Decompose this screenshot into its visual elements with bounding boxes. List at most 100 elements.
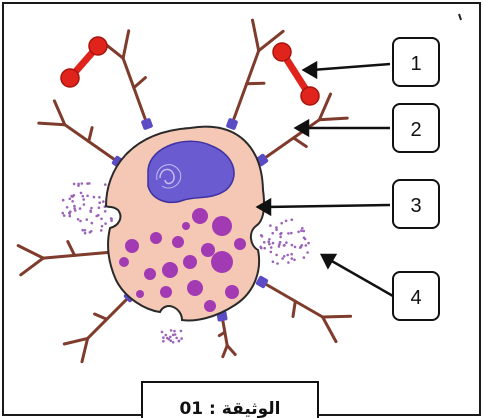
dot (285, 220, 288, 223)
dot (104, 222, 107, 225)
granule (172, 236, 184, 248)
dot (301, 244, 304, 247)
caption-text: الوثيقة : 01 (179, 399, 280, 418)
dot (270, 251, 273, 254)
dot (291, 218, 294, 221)
label-box-3: 3 (393, 180, 439, 228)
granule (204, 300, 216, 312)
dot (73, 205, 76, 208)
label-box-1: 1 (393, 38, 439, 86)
granule (183, 255, 197, 269)
dot (77, 218, 80, 221)
dot (173, 330, 176, 333)
dot (84, 229, 87, 232)
dot (291, 244, 294, 247)
dot (102, 200, 105, 203)
dot (62, 199, 65, 202)
granule (182, 222, 190, 230)
dot (162, 336, 165, 339)
dot (73, 207, 76, 210)
dot (84, 232, 87, 235)
dot (162, 340, 165, 343)
caption-box: الوثيقة : 01 (142, 382, 318, 418)
dot (71, 200, 74, 203)
dot (281, 257, 284, 260)
dot (178, 340, 181, 343)
dot (170, 339, 173, 342)
dot (293, 259, 296, 262)
receptor-arm (39, 123, 65, 125)
dot (110, 220, 113, 223)
dot (82, 195, 85, 198)
dot (275, 228, 278, 231)
dot (276, 262, 279, 265)
dot (272, 242, 275, 245)
dot (70, 195, 73, 198)
dot (259, 246, 262, 249)
dot (165, 334, 168, 337)
dot (69, 198, 72, 201)
dot (101, 225, 104, 228)
dot (169, 336, 172, 339)
dot (271, 232, 274, 235)
label-2-text: 2 (410, 119, 421, 141)
receptor-arm (319, 118, 347, 120)
granule (160, 286, 172, 298)
antigen-end (61, 69, 79, 87)
dot (275, 254, 278, 257)
granule (144, 268, 156, 280)
dot (303, 236, 306, 239)
dot (180, 330, 183, 333)
dot (98, 196, 101, 199)
dot (175, 337, 178, 340)
dot (268, 243, 271, 246)
dot (98, 206, 101, 209)
granule (225, 285, 239, 299)
dot (79, 220, 82, 223)
dot (86, 218, 89, 221)
dot (170, 329, 173, 332)
label-4-text: 4 (410, 287, 421, 309)
dot (269, 224, 272, 227)
dot (98, 201, 101, 204)
granule (211, 251, 233, 273)
granule (187, 280, 203, 296)
dot (63, 214, 66, 217)
granule (201, 243, 215, 257)
dot (91, 222, 94, 225)
dot (62, 212, 65, 215)
dot (260, 234, 263, 237)
label-box-2: 2 (393, 104, 439, 152)
dot (306, 251, 309, 254)
dot (301, 227, 304, 230)
dot (86, 195, 89, 198)
dot (278, 243, 281, 246)
dot (279, 236, 282, 239)
dot (180, 337, 183, 340)
dot (95, 215, 98, 218)
antigen-end (273, 43, 291, 61)
dot (90, 207, 93, 210)
dot (270, 246, 273, 249)
dot (100, 229, 103, 232)
dot (291, 257, 294, 260)
dot (82, 198, 85, 201)
dot (77, 183, 80, 186)
dot (80, 192, 83, 195)
dot (69, 210, 72, 213)
dot (300, 230, 303, 233)
dot (161, 331, 164, 334)
dot (305, 244, 308, 247)
dot (172, 334, 175, 337)
dot (283, 255, 286, 258)
dot (104, 183, 107, 186)
dot (90, 230, 93, 233)
dot (286, 254, 289, 257)
dot (268, 238, 271, 241)
granule (150, 232, 162, 244)
antigen-end (89, 37, 107, 55)
label-1-text: 1 (410, 53, 421, 75)
granule (125, 239, 139, 253)
dot (83, 203, 86, 206)
dot (280, 232, 283, 235)
